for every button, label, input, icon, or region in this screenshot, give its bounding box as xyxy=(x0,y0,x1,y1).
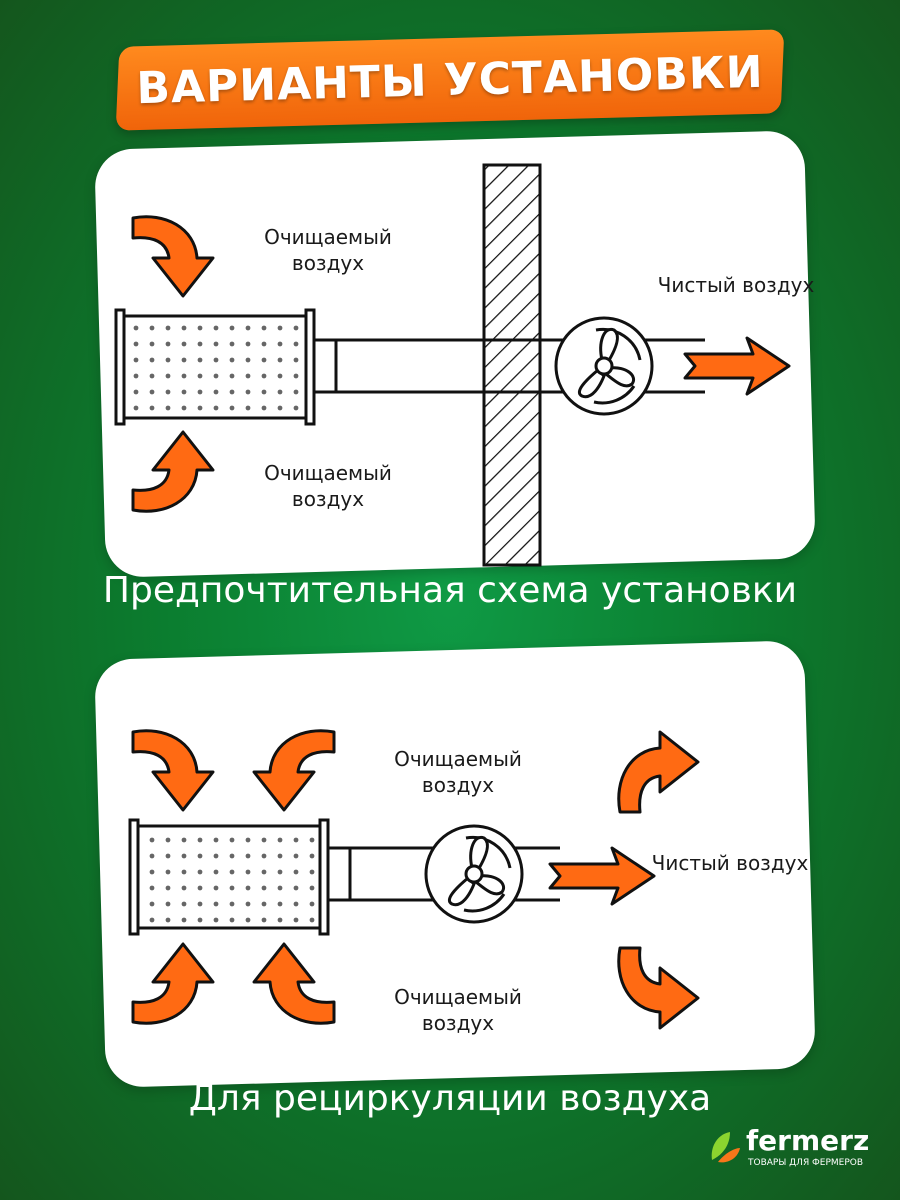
fan-icon xyxy=(424,824,524,924)
brand-name: fermerz xyxy=(746,1124,870,1157)
brand-tagline: ТОВАРЫ ДЛЯ ФЕРМЕРОВ xyxy=(748,1158,864,1168)
straight-arrow-icon xyxy=(548,846,656,906)
wall-hatch-icon xyxy=(482,163,542,567)
carbon-filter-icon xyxy=(114,308,316,426)
straight-arrow-icon xyxy=(683,336,791,396)
curved-arrow-icon xyxy=(617,946,700,1030)
scheme2-label-bottom: Очищаемый воздух xyxy=(394,985,522,1035)
scheme1-label-out: Чистый воздух xyxy=(657,273,815,297)
scheme1-label-top: Очищаемый воздух xyxy=(264,225,392,275)
curved-arrow-icon xyxy=(131,942,215,1025)
curved-arrow-icon xyxy=(252,729,336,812)
scheme1-label-bottom: Очищаемый воздух xyxy=(264,461,392,511)
duct-2 xyxy=(326,846,560,902)
curved-arrow-icon xyxy=(252,942,336,1025)
fan-icon xyxy=(554,316,654,416)
curved-arrow-icon xyxy=(131,215,215,298)
brand-logo: fermerz ТОВАРЫ ДЛЯ ФЕРМЕРОВ xyxy=(708,1124,888,1178)
scheme2-caption: Для рециркуляции воздуха xyxy=(188,1078,712,1119)
scheme1-caption: Предпочтительная схема установки xyxy=(102,570,798,611)
curved-arrow-icon xyxy=(131,430,215,513)
curved-arrow-icon xyxy=(131,729,215,812)
scheme2-label-out: Чистый воздух xyxy=(651,851,809,875)
duct-1 xyxy=(312,338,705,394)
scheme2-label-top: Очищаемый воздух xyxy=(394,747,522,797)
leaf-logo-icon xyxy=(711,1132,740,1163)
carbon-filter-icon xyxy=(128,818,330,936)
curved-arrow-icon xyxy=(617,730,700,814)
